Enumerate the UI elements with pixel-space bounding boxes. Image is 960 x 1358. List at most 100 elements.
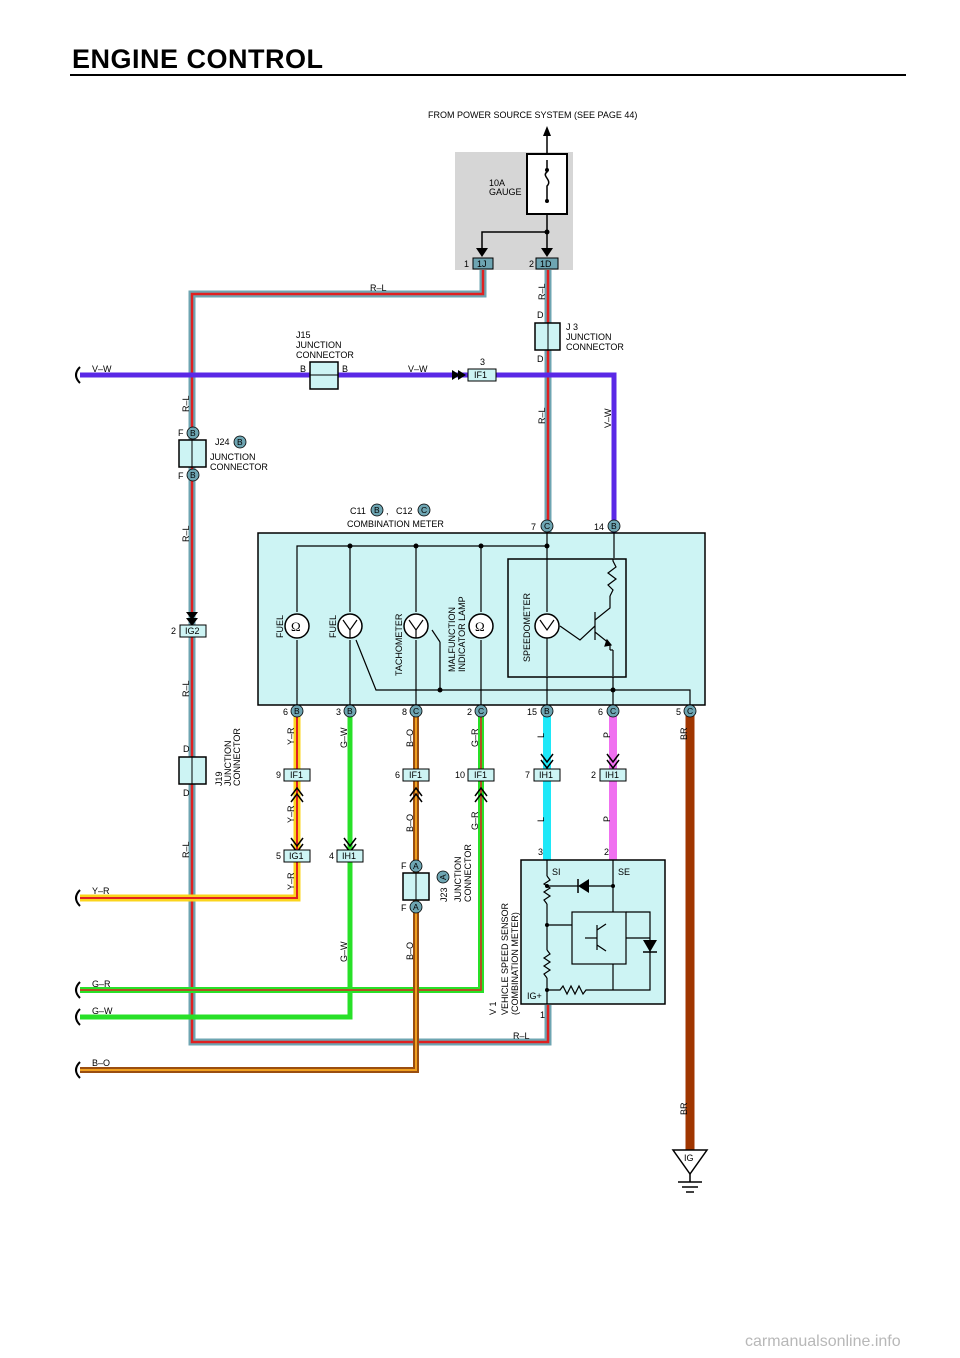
gauge-label-tachometer: TACHOMETER <box>394 613 404 676</box>
j15-id: J15 <box>296 330 311 340</box>
meter-c11-letter: B <box>374 505 380 515</box>
j19-line1: JUNCTION <box>223 741 233 787</box>
gauge-label-speedometer: SPEEDOMETER <box>522 592 532 662</box>
wire-label-r-l: R–L <box>181 395 191 412</box>
wire-label-l: L <box>536 817 546 822</box>
fuse-rating: 10A <box>489 178 505 188</box>
power-source-note: FROM POWER SOURCE SYSTEM (SEE PAGE 44) <box>428 110 637 120</box>
wire-g-w <box>80 706 353 1020</box>
meter-pin-conn: B <box>544 706 550 716</box>
inline-connector-if1[interactable] <box>283 768 311 782</box>
j15-pin-left: B <box>300 364 306 374</box>
j15-line2: CONNECTOR <box>296 350 354 360</box>
wire-label-b-o: B–O <box>405 814 415 832</box>
ground-ig-icon <box>671 1149 709 1176</box>
sensor-internal-circuit <box>542 860 651 1004</box>
page-title: ENGINE CONTROL <box>72 44 324 74</box>
inline-connector-if1[interactable] <box>467 368 497 382</box>
meter-pin-conn: C <box>610 706 616 716</box>
inline-connector-ig1[interactable] <box>283 849 311 863</box>
meter-pin-14: 14 <box>594 522 604 532</box>
power-arrow-icon <box>543 126 551 136</box>
fuse-connector-1d: 1D <box>540 259 552 269</box>
wire-label-r-l: R–L <box>181 680 191 697</box>
j3-pin-top: D <box>537 310 544 320</box>
wire-label-y-r: Y–R <box>92 886 110 896</box>
fuse-pin-1: 1 <box>464 259 469 269</box>
meter-pin: 3 <box>336 707 341 717</box>
wire-b-o <box>80 706 419 1073</box>
j3-line1: JUNCTION <box>566 332 612 342</box>
wire-label-v-w: V–W <box>603 408 613 428</box>
meter-c11: C11 <box>350 506 366 516</box>
wire-label-v-w: V–W <box>92 364 112 374</box>
meter-c12-letter: C <box>421 505 427 515</box>
svg-text:IH1: IH1 <box>539 770 553 780</box>
meter-pin-conn: C <box>687 706 693 716</box>
svg-text:Ω: Ω <box>475 619 485 634</box>
inline-arrow-icon <box>452 370 460 380</box>
svg-text:IF1: IF1 <box>474 770 487 780</box>
svg-text:6: 6 <box>395 770 400 780</box>
inline-connectors-row1: IF1 9 IF1 6 IF1 10 IH1 7 IH1 2 <box>276 768 627 782</box>
meter-pin-conn: B <box>347 706 353 716</box>
meter-pin: 6 <box>283 707 288 717</box>
inline-arrow-icon <box>186 618 198 626</box>
sensor-id: V 1 <box>488 1001 498 1015</box>
speedometer-icon <box>534 559 560 676</box>
j23-letter-top: A <box>413 861 419 871</box>
wire-label-y-r: Y–R <box>286 872 296 890</box>
wire-label-v-w: V–W <box>408 364 428 374</box>
j24-letter: B <box>237 437 243 447</box>
fuse-connector-1j: 1J <box>477 259 487 269</box>
fuel-gauge-icon: Ω <box>284 613 310 639</box>
wire-label-g-r: G–R <box>92 979 111 989</box>
ground-label: IG <box>684 1153 694 1163</box>
wire-label-g-r: G–R <box>470 728 480 747</box>
wire-label-y-r: Y–R <box>286 805 296 823</box>
if1-label: IF1 <box>474 370 487 380</box>
sensor-line2: (COMBINATION METER) <box>510 912 520 1015</box>
inline-arrow-icons <box>290 753 620 854</box>
wire-label-b-o: B–O <box>405 942 415 960</box>
inline-connector-ig2[interactable] <box>179 624 207 638</box>
svg-text:IH1: IH1 <box>605 770 619 780</box>
j3-pin-bottom: D <box>537 354 544 364</box>
svg-text:9: 9 <box>276 770 281 780</box>
inline-connector-if1[interactable] <box>467 768 495 782</box>
svg-text:10: 10 <box>455 770 465 780</box>
ig2-pin: 2 <box>171 626 176 636</box>
tachometer-icon <box>403 613 429 639</box>
meter-name: COMBINATION METER <box>347 519 444 529</box>
meter-pin: 5 <box>676 707 681 717</box>
j19-pin-bottom: D <box>183 788 190 798</box>
malfunction-indicator-lamp-icon: Ω <box>468 613 494 639</box>
inline-connector-ih1[interactable] <box>336 849 364 863</box>
svg-text:2: 2 <box>591 770 596 780</box>
j24-pin-top: F <box>178 428 184 438</box>
j24-id: J24 <box>215 437 230 447</box>
ig1-label: IG1 <box>289 851 304 861</box>
wire-label-b-o: B–O <box>405 729 415 747</box>
j24-line2: CONNECTOR <box>210 462 268 472</box>
meter-pin: 6 <box>598 707 603 717</box>
wire-label-br: BR <box>679 1102 689 1115</box>
meter-c12: C12 <box>396 506 413 516</box>
j24-pin-bottom: F <box>178 471 184 481</box>
j19-pin-top: D <box>183 744 190 754</box>
sensor-si: SI <box>552 867 561 877</box>
wire-label-b-o: B–O <box>92 1058 110 1068</box>
sensor-pin-ig: 1 <box>540 1010 545 1020</box>
j15-pin-right: B <box>342 364 348 374</box>
svg-text:IF1: IF1 <box>290 770 303 780</box>
wire-label-r-l: R–L <box>537 283 547 300</box>
meter-pin: 15 <box>527 707 537 717</box>
j24-line1: JUNCTION <box>210 452 256 462</box>
wire-label-r-l: R–L <box>513 1031 530 1041</box>
wire-label-y-r: Y–R <box>286 727 296 745</box>
meter-pin-14-conn: B <box>611 521 617 531</box>
watermark: carmanualsonline.info <box>745 1333 901 1350</box>
wire-label-g-r: G–R <box>470 811 480 830</box>
inline-connector-if1[interactable] <box>402 768 430 782</box>
